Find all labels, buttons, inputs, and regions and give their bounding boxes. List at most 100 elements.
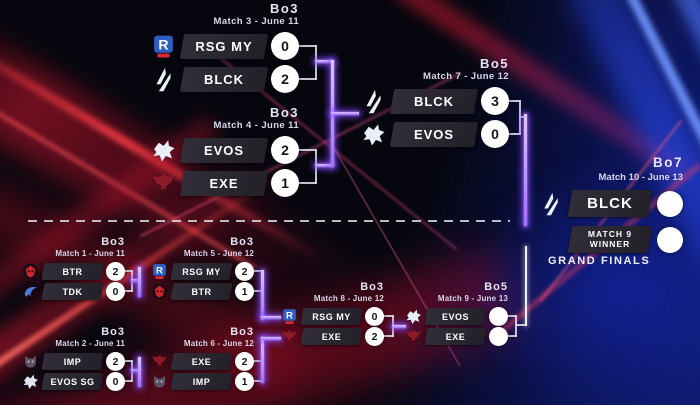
team-name-box: IMP — [172, 373, 231, 390]
connector-line — [519, 116, 526, 118]
team-name-box: BTR — [172, 283, 231, 300]
match-9: Bo5 Match 9 - June 13 EVOS EXE — [405, 281, 508, 351]
team-name-box: EVOS — [182, 138, 266, 163]
connector-line — [253, 360, 262, 362]
exe-logo — [151, 171, 176, 196]
team-row: BTR 1 — [151, 282, 254, 301]
team-row: EXE — [405, 327, 508, 346]
connector-neon — [261, 270, 264, 320]
match-4: Bo3 Match 4 - June 11 EVOS 2 EXE 1 — [151, 105, 299, 197]
blck-logo — [151, 67, 176, 92]
team-name-box: RSG MY — [302, 308, 361, 325]
match-label: Match 10 - June 13 — [598, 172, 683, 183]
connector-neon — [138, 267, 141, 297]
connector-line — [383, 335, 394, 337]
match-label: Match 9 - June 13 — [437, 294, 508, 303]
score-badge — [489, 327, 508, 346]
match-label: Match 7 - June 12 — [423, 71, 509, 82]
match-6: Bo3 Match 6 - June 12 EXE 2 IMP 1 — [151, 326, 254, 396]
match-label: Match 4 - June 11 — [213, 120, 299, 131]
rsg-my-logo: R — [151, 34, 176, 59]
blck-logo — [361, 89, 386, 114]
team-name-box: RSG MY — [172, 263, 231, 280]
connector-line — [515, 315, 517, 337]
evos-logo — [151, 138, 176, 163]
imp-logo — [151, 373, 168, 390]
match-2: Bo3 Match 2 - June 11 IMP 2 EVOS SG 0 — [22, 326, 125, 396]
imp-logo — [22, 353, 39, 370]
team-row: BLCK 3 — [361, 87, 509, 115]
match-format: Bo3 — [269, 1, 299, 16]
evos-logo — [405, 308, 422, 325]
score-badge: 1 — [235, 282, 254, 301]
team-row: EVOS 0 — [361, 120, 509, 148]
score-badge: 2 — [271, 65, 299, 93]
evos-logo — [361, 122, 386, 147]
score-badge: 1 — [271, 169, 299, 197]
match-format: Bo3 — [360, 281, 384, 293]
team-row: IMP 2 — [22, 352, 125, 371]
score-badge: 1 — [235, 372, 254, 391]
match-label: Match 2 - June 11 — [55, 339, 125, 348]
connector-neon — [138, 357, 141, 387]
match-10: Bo7 Match 10 - June 13 BLCK MATCH 9 WINN… — [539, 155, 683, 285]
connector-line — [383, 315, 394, 317]
connector-neon — [315, 60, 333, 63]
exe-logo — [151, 353, 168, 370]
score-badge: 0 — [365, 307, 384, 326]
connector-line — [525, 246, 527, 326]
connector-neon — [331, 112, 359, 115]
score-badge: 2 — [235, 262, 254, 281]
btr-logo — [151, 283, 168, 300]
team-row: EXE 1 — [151, 169, 299, 197]
grand-finals-title: GRAND FINALS — [548, 255, 651, 267]
score-badge: 0 — [481, 120, 509, 148]
svg-text:R: R — [156, 266, 163, 277]
team-name-box: EVOS SG — [43, 373, 102, 390]
connector-line — [124, 380, 133, 382]
team-name-box: EXE — [302, 328, 361, 345]
score-badge: 0 — [106, 282, 125, 301]
match-format: Bo3 — [230, 326, 254, 338]
match-label: Match 3 - June 11 — [213, 16, 299, 27]
team-name-box: EVOS — [392, 122, 476, 147]
connector-neon — [131, 279, 139, 282]
connector-line — [124, 290, 133, 292]
score-badge: 2 — [106, 352, 125, 371]
connector-neon — [261, 316, 281, 319]
connector-line — [509, 133, 521, 135]
score-badge — [657, 226, 683, 253]
score-badge: 2 — [271, 136, 299, 164]
rsg-my-logo: R — [151, 263, 168, 280]
score-badge: 2 — [365, 327, 384, 346]
match-format: Bo3 — [269, 105, 299, 120]
connector-neon — [261, 337, 281, 340]
match-label: Match 8 - June 12 — [313, 294, 384, 303]
team-name-box: EVOS — [426, 308, 485, 325]
team-row: R RSG MY 0 — [151, 32, 299, 60]
team-row: EVOS SG 0 — [22, 372, 125, 391]
exe-logo — [281, 328, 298, 345]
match-format: Bo5 — [479, 56, 509, 71]
connector-line — [299, 45, 317, 47]
team-name-box: TDK — [43, 283, 102, 300]
team-row: R RSG MY 2 — [151, 262, 254, 281]
match-label: Match 6 - June 12 — [183, 339, 254, 348]
team-row: BTR 2 — [22, 262, 125, 281]
bg-beam-blue — [680, 0, 700, 328]
team-name-box: MATCH 9 WINNER — [570, 226, 650, 253]
connector-neon — [261, 337, 264, 383]
team-row: BLCK — [539, 190, 683, 217]
team-name-box: BLCK — [570, 190, 650, 217]
connector-line — [124, 270, 133, 272]
evos-sg-logo — [22, 373, 39, 390]
team-name-box: EXE — [182, 171, 266, 196]
match-5: Bo3 Match 5 - June 12 R RSG MY 2 BTR 1 — [151, 236, 254, 306]
svg-text:R: R — [286, 311, 293, 322]
team-row: MATCH 9 WINNER — [539, 226, 683, 253]
team-row: R RSG MY 0 — [281, 307, 384, 326]
score-badge: 0 — [106, 372, 125, 391]
match-format: Bo3 — [101, 326, 125, 338]
team-name-box: BLCK — [392, 89, 476, 114]
connector-line — [299, 78, 317, 80]
